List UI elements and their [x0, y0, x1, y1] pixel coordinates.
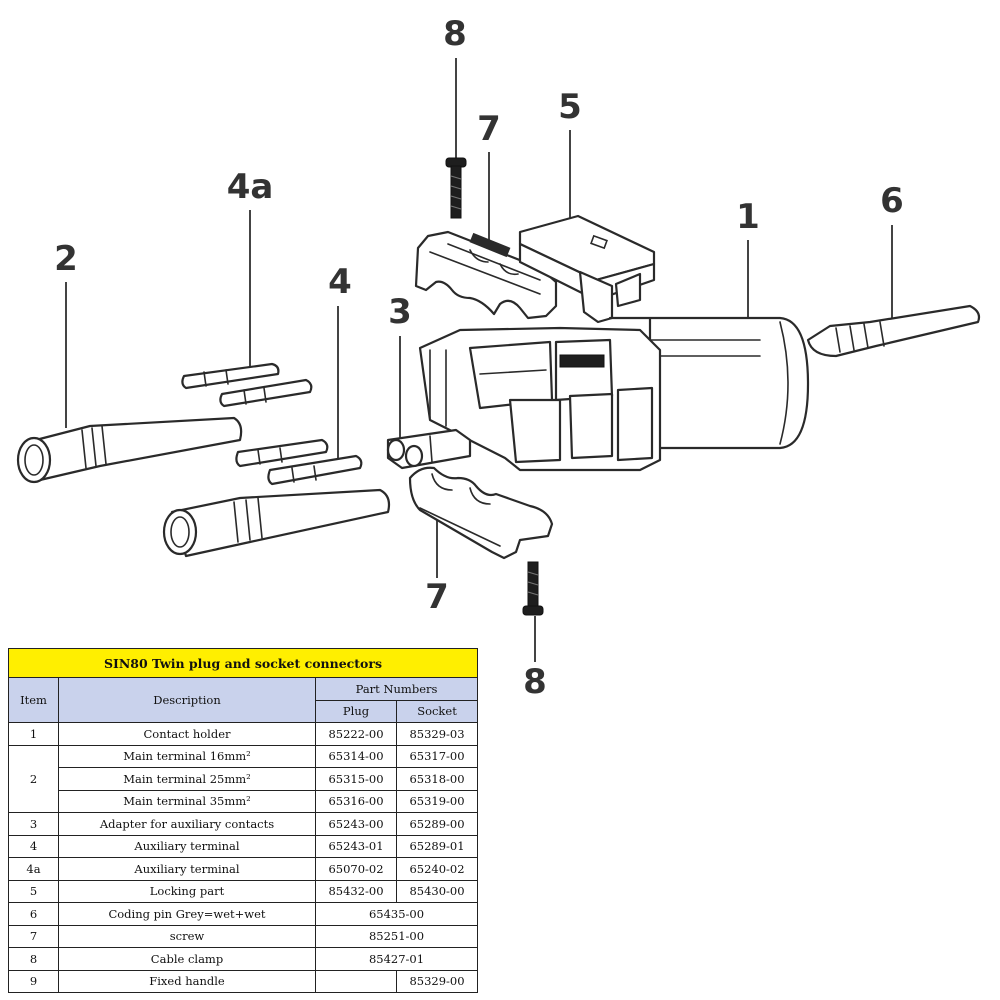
- callout-label: 3: [388, 292, 412, 332]
- cell-item: 7: [8, 924, 59, 948]
- callout-label: 4: [328, 262, 352, 302]
- table-title: SIN80 Twin plug and socket connectors: [7, 648, 479, 678]
- callout-label: 8: [443, 14, 467, 54]
- locking-part-icon: [518, 214, 656, 324]
- cell-socket: 65317-00: [395, 744, 479, 768]
- cell-part-number: 65435-00: [314, 902, 479, 926]
- callout-label: 6: [880, 181, 904, 221]
- callout-8-bottom-leader: [534, 640, 536, 662]
- cell-description: Adapter for auxiliary contacts: [58, 812, 316, 836]
- cell-description: Coding pin Grey=wet+wet: [58, 902, 316, 926]
- cell-description: Auxiliary terminal: [58, 834, 316, 858]
- cell-description: Main terminal 25mm²: [58, 767, 316, 791]
- callout-label: 7: [477, 109, 501, 149]
- auxiliary-terminals-4-icon: [235, 438, 363, 486]
- callout-label: 5: [558, 87, 582, 127]
- screw-top-icon: [445, 157, 467, 219]
- cell-socket: 65289-00: [395, 812, 479, 836]
- main-terminal-lower-icon: [162, 488, 391, 558]
- cell-item: 4a: [8, 857, 59, 881]
- cell-item: 6: [8, 902, 59, 926]
- cell-plug: 85432-00: [315, 879, 397, 903]
- cell-plug: 85222-00: [315, 722, 397, 746]
- callout-7-top: 7: [477, 109, 501, 248]
- cell-description: Main terminal 35mm²: [58, 789, 316, 813]
- contact-holder-icon: [418, 316, 810, 472]
- callout-8-bottom: 8: [523, 662, 547, 702]
- cell-socket: 85329-00: [395, 969, 479, 993]
- table-title-row: SIN80 Twin plug and socket connectors: [7, 648, 479, 678]
- cable-clamp-bottom-icon: [408, 466, 554, 560]
- callout-label: 7: [425, 577, 449, 617]
- header-description: Description: [58, 677, 316, 723]
- cell-socket: 65289-01: [395, 834, 479, 858]
- cell-description: Main terminal 16mm²: [58, 744, 316, 768]
- cell-socket: 65319-00: [395, 789, 479, 813]
- cell-plug: 65243-01: [315, 834, 397, 858]
- cell-item: 3: [8, 812, 59, 836]
- auxiliary-terminals-4a-icon: [181, 362, 313, 408]
- parts-table: SIN80 Twin plug and socket connectors It…: [7, 648, 479, 993]
- callout-3: 3: [388, 292, 412, 438]
- callout-label: 1: [736, 197, 760, 237]
- cell-item: 5: [8, 879, 59, 903]
- cell-plug: 65315-00: [315, 767, 397, 791]
- adapter-auxiliary-icon: [386, 428, 472, 470]
- header-item: Item: [8, 677, 59, 723]
- screw-bottom-icon: [522, 561, 544, 616]
- cell-description: Locking part: [58, 879, 316, 903]
- cell-plug: 65314-00: [315, 744, 397, 768]
- exploded-connector-diagram: 8 7 5 1 6 4a 2 4 3 7: [16, 14, 981, 640]
- cell-plug: 65316-00: [315, 789, 397, 813]
- header-socket: Socket: [395, 699, 479, 723]
- callout-6: 6: [880, 181, 904, 320]
- cell-item: 4: [8, 834, 59, 858]
- cell-description: Contact holder: [58, 722, 316, 746]
- cell-item: 1: [8, 722, 59, 746]
- callout-4a: 4a: [227, 167, 274, 372]
- cell-description: screw: [58, 924, 316, 948]
- coding-pin-icon: [806, 304, 981, 358]
- callout-2: 2: [54, 239, 78, 428]
- cell-part-number: 85251-00: [314, 924, 479, 948]
- cell-plug: [315, 969, 397, 993]
- cell-socket: 85329-03: [395, 722, 479, 746]
- cell-description: Cable clamp: [58, 947, 316, 971]
- cell-socket: 65318-00: [395, 767, 479, 791]
- callout-8-top: 8: [443, 14, 467, 160]
- cell-plug: 65243-00: [315, 812, 397, 836]
- cell-part-number: 85427-01: [314, 947, 479, 971]
- main-terminal-upper-icon: [16, 416, 243, 484]
- callout-label: 4a: [227, 167, 274, 207]
- callout-label: 2: [54, 239, 78, 279]
- cell-item: 8: [8, 947, 59, 971]
- cell-socket: 85430-00: [395, 879, 479, 903]
- callout-4: 4: [328, 262, 352, 465]
- cell-description: Fixed handle: [58, 969, 316, 993]
- table-header-row: Item Description Part Numbers: [8, 677, 479, 723]
- cell-plug: 65070-02: [315, 857, 397, 881]
- header-plug: Plug: [315, 699, 397, 723]
- cell-item: 2: [8, 744, 59, 813]
- cell-socket: 65240-02: [395, 857, 479, 881]
- header-part-numbers: Part Numbers: [314, 677, 479, 701]
- cell-item: 9: [8, 969, 59, 993]
- cable-clamp-top-icon: [414, 230, 558, 320]
- cell-description: Auxiliary terminal: [58, 857, 316, 881]
